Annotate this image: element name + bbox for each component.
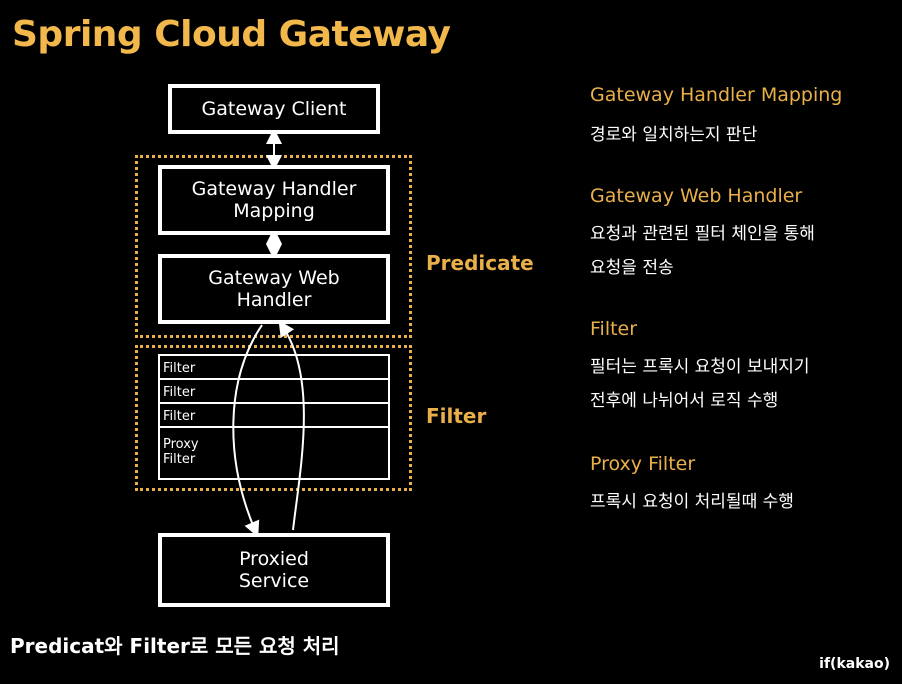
desc-line: 요청을 전송 [590, 258, 674, 278]
filter-row: Filter [160, 404, 388, 428]
filter-group-border [135, 345, 412, 491]
desc-line: 전후에 나뉘어서 로직 수행 [590, 391, 779, 411]
desc-line: 프록시 요청이 처리될때 수행 [590, 492, 794, 512]
filter-row: Filter [160, 356, 388, 380]
gateway-client-box: Gateway Client [168, 84, 380, 134]
desc-line: 요청과 관련된 필터 체인을 통해 [590, 224, 815, 244]
proxied-service-box: Proxied Service [158, 533, 390, 607]
desc-title-web-handler: Gateway Web Handler [590, 185, 803, 207]
summary-caption: Predicat와 Filter로 모든 요청 처리 [10, 634, 340, 658]
gateway-handler-mapping-box: Gateway Handler Mapping [158, 165, 390, 235]
gateway-web-handler-box: Gateway Web Handler [158, 254, 390, 324]
desc-line: 경로와 일치하는지 판단 [590, 125, 758, 145]
filter-chain: Filter Filter Filter Proxy Filter [158, 354, 390, 480]
desc-title-handler-mapping: Gateway Handler Mapping [590, 84, 843, 106]
desc-line: 필터는 프록시 요청이 보내지기 [590, 357, 810, 377]
predicate-label: Predicate [426, 251, 534, 275]
desc-title-filter: Filter [590, 318, 638, 340]
proxy-filter-row: Proxy Filter [163, 437, 199, 467]
filter-row: Filter [160, 380, 388, 404]
filter-label: Filter [426, 404, 487, 428]
desc-title-proxy-filter: Proxy Filter [590, 453, 696, 475]
page-title: Spring Cloud Gateway [12, 14, 451, 55]
brand-logo: if(kakao) [819, 656, 890, 672]
